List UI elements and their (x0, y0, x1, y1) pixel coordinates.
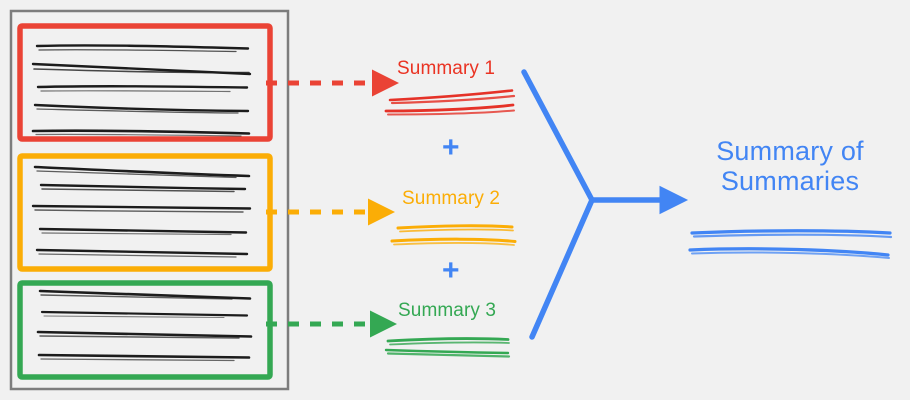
source-section-2-text (31, 165, 252, 258)
merge-line-bottom (529, 197, 595, 340)
source-document-page (9, 9, 290, 391)
summary-3-label[interactable]: Summary 3 (398, 300, 497, 321)
source-section-3-box[interactable] (17, 280, 273, 380)
final-output-line-1: Summary of (716, 136, 864, 166)
summary-2-underlines (390, 224, 517, 246)
plus-operator-1: + (442, 131, 460, 164)
summary-3-underlines (384, 337, 511, 358)
source-section-3-text (36, 289, 253, 362)
summary-1-underlines (384, 89, 516, 116)
final-output-title[interactable]: Summary of Summaries (690, 136, 890, 196)
merge-line-top (521, 69, 595, 203)
final-output-underlines (688, 229, 893, 259)
summary-2-label[interactable]: Summary 2 (402, 188, 501, 209)
summary-1-label[interactable]: Summary 1 (397, 58, 496, 79)
source-section-1-box[interactable] (17, 23, 273, 142)
source-section-1-text (31, 44, 252, 137)
plus-operator-2: + (442, 254, 460, 287)
final-output-line-2: Summaries (720, 166, 860, 197)
